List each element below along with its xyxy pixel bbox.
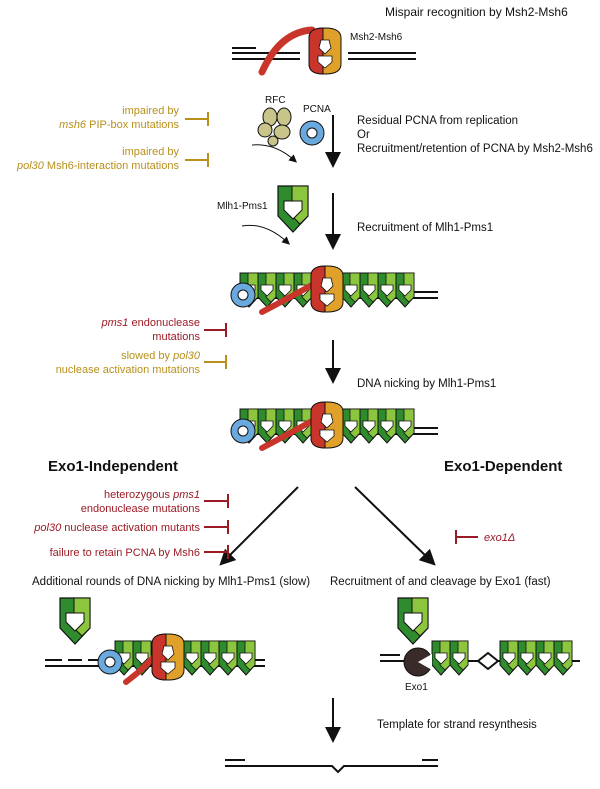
mlh1-pms1-free-left bbox=[59, 597, 91, 645]
mlh1-pms1-label: Mlh1-Pms1 bbox=[217, 201, 268, 212]
loading-arrow-1 bbox=[251, 144, 297, 163]
inhibitor-heterozygous-pms1: heterozygous pms1 endonuclease mutations bbox=[81, 489, 229, 515]
step-left-label: Additional rounds of DNA nicking by Mlh1… bbox=[32, 576, 310, 588]
inhibitor-5-pre: heterozygous bbox=[104, 489, 173, 501]
dna-complex-left bbox=[45, 633, 265, 685]
svg-text:pms1 endonuclease: pms1 endonuclease bbox=[101, 317, 200, 329]
inhibitor-1-line1: impaired by bbox=[122, 105, 179, 117]
msh2-tail bbox=[258, 26, 316, 76]
dna-complex-row-2 bbox=[230, 401, 438, 451]
inhibitor-4-gene: pol30 bbox=[172, 350, 201, 362]
inhibitor-6-gene: pol30 bbox=[33, 522, 62, 534]
step2-line3: Recruitment/retention of PCNA by Msh2-Ms… bbox=[357, 143, 593, 155]
dna-complex-right bbox=[380, 640, 580, 677]
mlh1-pms1-free-right bbox=[397, 597, 429, 645]
inhibitor-3-gene: pms1 bbox=[101, 317, 129, 329]
inhibitor-1-gene: msh6 bbox=[59, 119, 87, 131]
step3-label: Recruitment of Mlh1-Pms1 bbox=[357, 222, 493, 234]
pcna-label: PCNA bbox=[303, 104, 331, 115]
inhibitor-msh6-pip: impaired by msh6 PIP-box mutations bbox=[59, 105, 209, 131]
dna-complex-row-1 bbox=[230, 265, 438, 315]
msh2-msh6-complex-1 bbox=[308, 27, 342, 75]
inhibitor-2-rest: Msh6-interaction mutations bbox=[44, 160, 180, 172]
inhibitor-7-text: failure to retain PCNA by Msh6 bbox=[50, 547, 200, 559]
rfc-complex bbox=[257, 107, 292, 147]
step-right-label: Recruitment of and cleavage by Exo1 (fas… bbox=[330, 576, 551, 588]
inhibitor-8-text: exo1Δ bbox=[484, 532, 515, 544]
inhibitor-3-rest: endonuclease bbox=[128, 317, 200, 329]
exo1-independent-title: Exo1-Independent bbox=[48, 458, 178, 475]
inhibitor-exo1-delta: exo1Δ bbox=[455, 530, 515, 544]
exo1-dependent-title: Exo1-Dependent bbox=[444, 458, 562, 475]
step-final-label: Template for strand resynthesis bbox=[377, 719, 537, 731]
inhibitor-3-line2: mutations bbox=[152, 331, 200, 343]
exo1-protein-label: Exo1 bbox=[405, 682, 428, 693]
step2-line2: Or bbox=[357, 129, 370, 141]
loading-arrow-2 bbox=[241, 224, 290, 245]
inhibitor-4-line2: nuclease activation mutations bbox=[56, 364, 201, 376]
mlh1-pms1-free-1 bbox=[277, 185, 309, 233]
inhibitor-pcna-retention: failure to retain PCNA by Msh6 bbox=[50, 545, 229, 559]
dna-final bbox=[225, 759, 438, 774]
split-arrow-left bbox=[219, 486, 299, 566]
inhibitor-6-rest: nuclease activation mutants bbox=[61, 522, 200, 534]
inhibitor-1-rest: PIP-box mutations bbox=[86, 119, 179, 131]
svg-text:pol30 Msh6-interaction mutatio: pol30 Msh6-interaction mutations bbox=[16, 160, 180, 172]
inhibitor-pol30-msh6: impaired by pol30 Msh6-interaction mutat… bbox=[16, 146, 209, 172]
inhibitor-pol30-slowed: slowed by pol30 nuclease activation muta… bbox=[56, 350, 227, 376]
dna-duplex-1 bbox=[232, 47, 416, 60]
inhibitor-5-gene: pms1 bbox=[172, 489, 200, 501]
step4-label: DNA nicking by Mlh1-Pms1 bbox=[357, 378, 496, 390]
svg-text:heterozygous pms1: heterozygous pms1 bbox=[104, 489, 200, 501]
svg-text:slowed by pol30: slowed by pol30 bbox=[121, 350, 201, 362]
inhibitor-2-line1: impaired by bbox=[122, 146, 179, 158]
msh2-msh6-protein-label: Msh2-Msh6 bbox=[350, 32, 403, 43]
step2-line1: Residual PCNA from replication bbox=[357, 115, 518, 127]
svg-text:msh6 PIP-box mutations: msh6 PIP-box mutations bbox=[59, 119, 179, 131]
pcna-ring-free bbox=[299, 120, 325, 146]
inhibitor-pms1-endonuclease: pms1 endonuclease mutations bbox=[101, 317, 227, 343]
split-arrow-right bbox=[354, 486, 436, 566]
svg-text:pol30 nuclease activation muta: pol30 nuclease activation mutants bbox=[33, 522, 200, 534]
inhibitor-4-pre: slowed by bbox=[121, 350, 173, 362]
step1-label: Mispair recognition by Msh2-Msh6 bbox=[385, 5, 568, 19]
inhibitor-pol30-nuclease: pol30 nuclease activation mutants bbox=[33, 520, 229, 534]
inhibitor-5-line2: endonuclease mutations bbox=[81, 503, 201, 515]
rfc-label: RFC bbox=[265, 95, 286, 106]
inhibitor-2-gene: pol30 bbox=[16, 160, 45, 172]
